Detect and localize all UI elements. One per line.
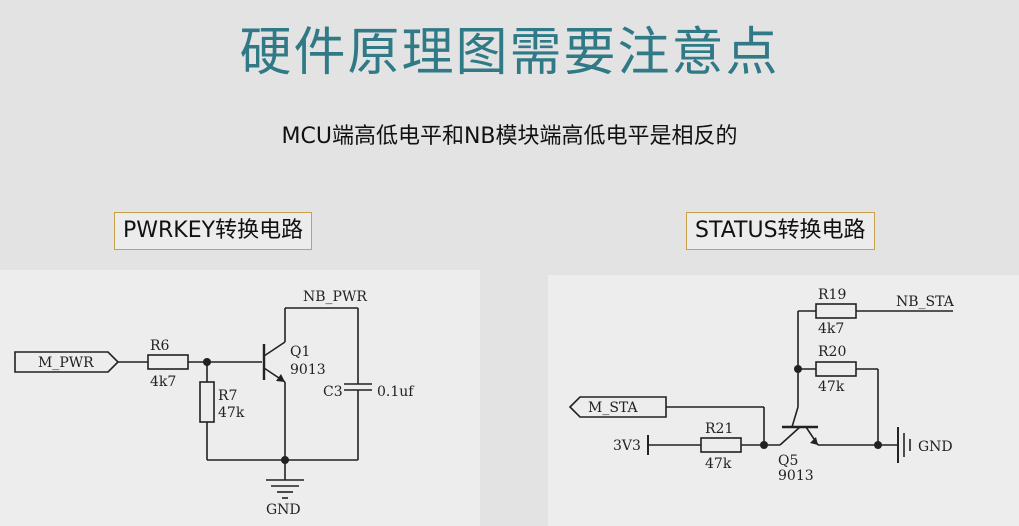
r20-name: R20 [818,344,846,360]
status-circuit-heading: STATUS转换电路 [686,212,875,250]
nb-pwr-net: NB_PWR [303,289,367,305]
m-pwr-port [14,351,120,373]
page-title: 硬件原理图需要注意点 [239,23,780,83]
r19-value: 4k7 [818,321,844,337]
gnd-label: GND [266,502,301,518]
q5-part: 9013 [778,468,814,484]
r6-name: R6 [150,338,170,354]
pwrkey-schematic: M_PWR R6 4k7 R7 47k Q1 9013 NB_PWR C3 0.… [0,270,480,526]
pwrkey-circuit-heading: PWRKEY转换电路 [114,212,313,250]
nb-sta-net: NB_STA [896,294,955,310]
gnd-label-right: GND [918,439,953,455]
page-subtitle: MCU端高低电平和NB模块端高低电平是相反的 [281,124,738,149]
r20-value: 47k [818,379,845,395]
r19-name: R19 [818,287,846,303]
c3-name: C3 [323,384,343,400]
r21-value: 47k [705,456,732,472]
q1-part: 9013 [290,362,326,378]
status-schematic: M_STA 3V3 R21 47k Q5 9013 R19 4k7 NB_STA… [548,275,1019,526]
c3-value: 0.1uf [377,384,415,400]
supply-label: 3V3 [613,438,641,454]
r6-value: 4k7 [150,374,176,390]
r7-name: R7 [218,388,237,404]
r7-value: 47k [218,405,245,421]
q1-name: Q1 [290,344,310,360]
m-pwr-label: M_PWR [38,355,94,371]
m-sta-label: M_STA [588,400,638,416]
r21-name: R21 [705,421,733,437]
q5-name: Q5 [778,453,798,469]
